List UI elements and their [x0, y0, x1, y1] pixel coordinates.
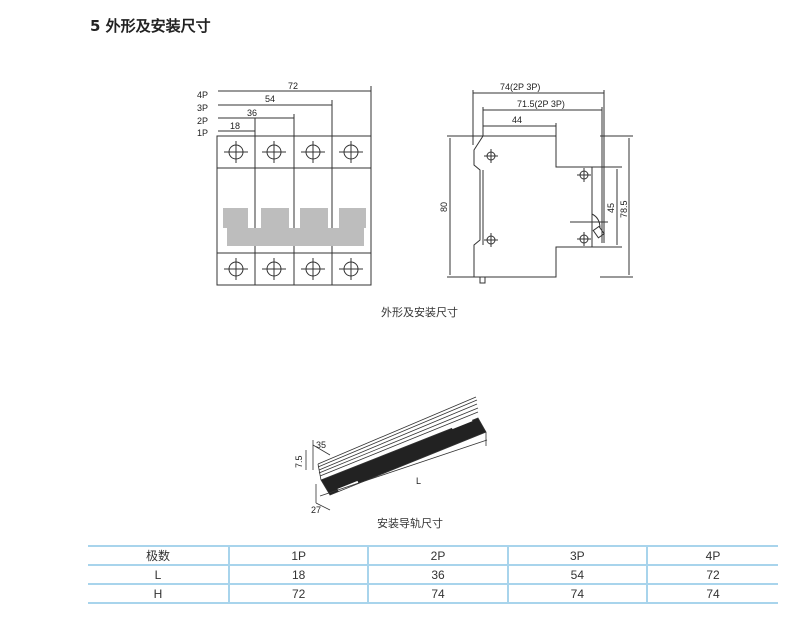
outline-caption: 外形及安装尺寸: [381, 306, 458, 319]
table-cell: 18: [227, 564, 369, 585]
dim-78-5: 78.5: [619, 200, 629, 218]
dim-44: 44: [512, 115, 522, 125]
dim-72: 72: [288, 81, 298, 91]
table-row: H 72 74 74 74: [88, 583, 778, 604]
table-cell: 54: [506, 564, 647, 585]
dim-18: 18: [230, 121, 240, 131]
dim-80: 80: [439, 202, 449, 212]
rail-dim-35: 35: [316, 440, 326, 450]
rail-dim-length: L: [416, 476, 421, 486]
dimension-table: 极数 1P 2P 3P 4P L 18 36 54 72 H 72 74 74 …: [88, 545, 778, 604]
front-view-drawing: [216, 86, 372, 286]
table-cell: 72: [645, 564, 778, 585]
table-cell: 36: [367, 564, 508, 585]
section-title: 5 外形及安装尺寸: [90, 17, 211, 35]
table-row: L 18 36 54 72: [88, 564, 778, 585]
label-3p: 3P: [197, 103, 208, 113]
dim-36: 36: [247, 108, 257, 118]
dim-74: 74(2P 3P): [500, 82, 540, 92]
rail-caption: 安装导轨尺寸: [377, 517, 443, 530]
label-1p: 1P: [197, 128, 208, 138]
header-cell: 极数: [88, 545, 229, 566]
header-cell: 1P: [227, 545, 369, 566]
rail-dim-7-5: 7.5: [294, 455, 304, 468]
table-cell: 72: [227, 583, 369, 604]
header-cell: 4P: [645, 545, 778, 566]
dim-54: 54: [265, 94, 275, 104]
header-cell: 3P: [506, 545, 647, 566]
dim-71-5: 71.5(2P 3P): [517, 99, 565, 109]
table-cell: 74: [506, 583, 647, 604]
table-cell: 74: [645, 583, 778, 604]
label-4p: 4P: [197, 90, 208, 100]
table-cell: H: [88, 583, 229, 604]
din-rail-drawing: [305, 396, 488, 511]
rail-dim-27: 27: [311, 505, 321, 515]
label-2p: 2P: [197, 116, 208, 126]
table-cell: L: [88, 564, 229, 585]
table-cell: 74: [367, 583, 508, 604]
dim-45: 45: [606, 203, 616, 213]
side-view-drawing: [447, 90, 633, 284]
table-header-row: 极数 1P 2P 3P 4P: [88, 545, 778, 566]
header-cell: 2P: [367, 545, 508, 566]
